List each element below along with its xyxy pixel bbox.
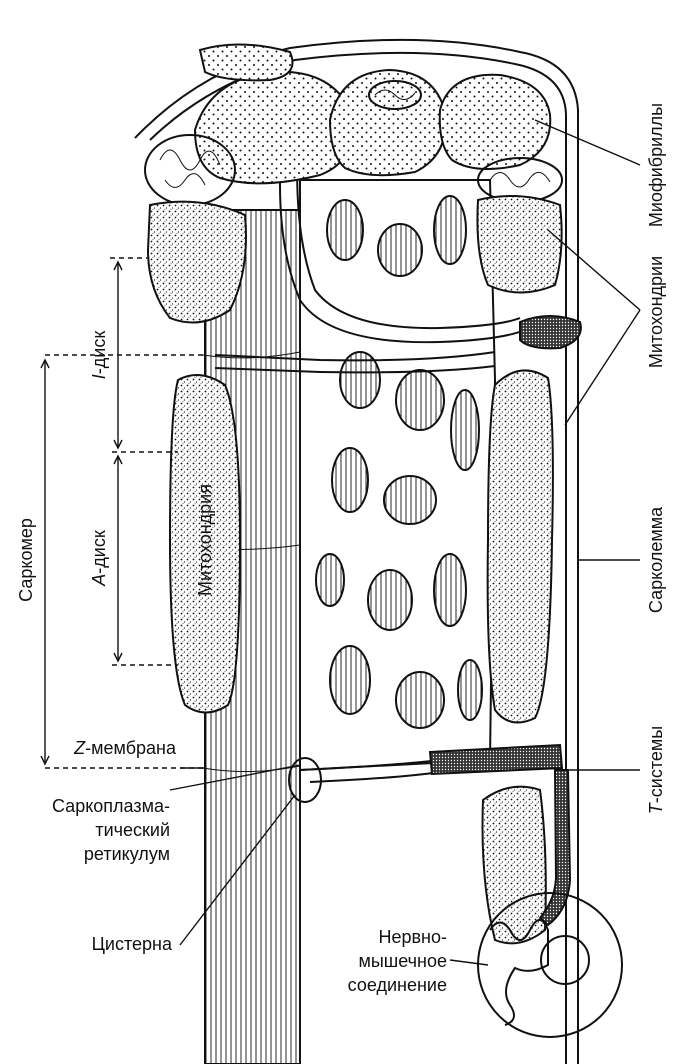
mitochondria-bodies [146,195,582,945]
label-nmj-line1: Нервно- [378,927,447,947]
t-tubule-upper [279,109,526,344]
label-nmj-line2: мышечное [358,951,447,971]
label-sr-line3: ретикулум [84,844,170,864]
label-i-disc: I-диск [89,331,109,380]
label-mitochondrion: Митохондрия [195,484,215,596]
dimension-markers [40,257,205,769]
t-tubule-upper-inner [296,111,521,330]
sarcolemma-boundary [134,38,579,1064]
label-sr-line1: Саркоплазма- [52,796,170,816]
label-t-systems: T-системы [646,726,666,814]
z-line-band [202,351,301,359]
label-mitochondria: Митохондрии [646,256,666,368]
label-cistern: Цистерна [92,934,173,954]
nmj-terminal [540,935,590,985]
sr-tubule-left [214,351,496,362]
nerve-fiber [538,769,572,927]
nmj-inset [477,892,623,1038]
label-nmj-line3: соединение [348,975,447,995]
label-sr-line2: тический [95,820,170,840]
label-myofibrils: Миофибриллы [646,103,666,227]
leader-lines [169,119,641,966]
mitochondrion-center [168,374,242,714]
label-sarcolemma: Сарколемма [646,506,666,613]
labels: Миофибриллы Митохондрии Сарколемма T-сис… [16,103,666,995]
z-line-band [202,765,301,773]
myofibrils-top [193,43,552,185]
nmj-folds [489,919,549,1026]
cistern-shape [288,757,322,803]
label-z-membrane: Z-мембрана [73,738,177,758]
sarcolemma-boundary-inner [149,51,567,1064]
reticulum-holes [315,195,483,729]
label-a-disc: A-диск [89,530,109,587]
label-sarcomere: Саркомер [16,518,36,602]
muscle-fiber [134,38,623,1064]
sr-tubule-left-2 [214,365,496,374]
